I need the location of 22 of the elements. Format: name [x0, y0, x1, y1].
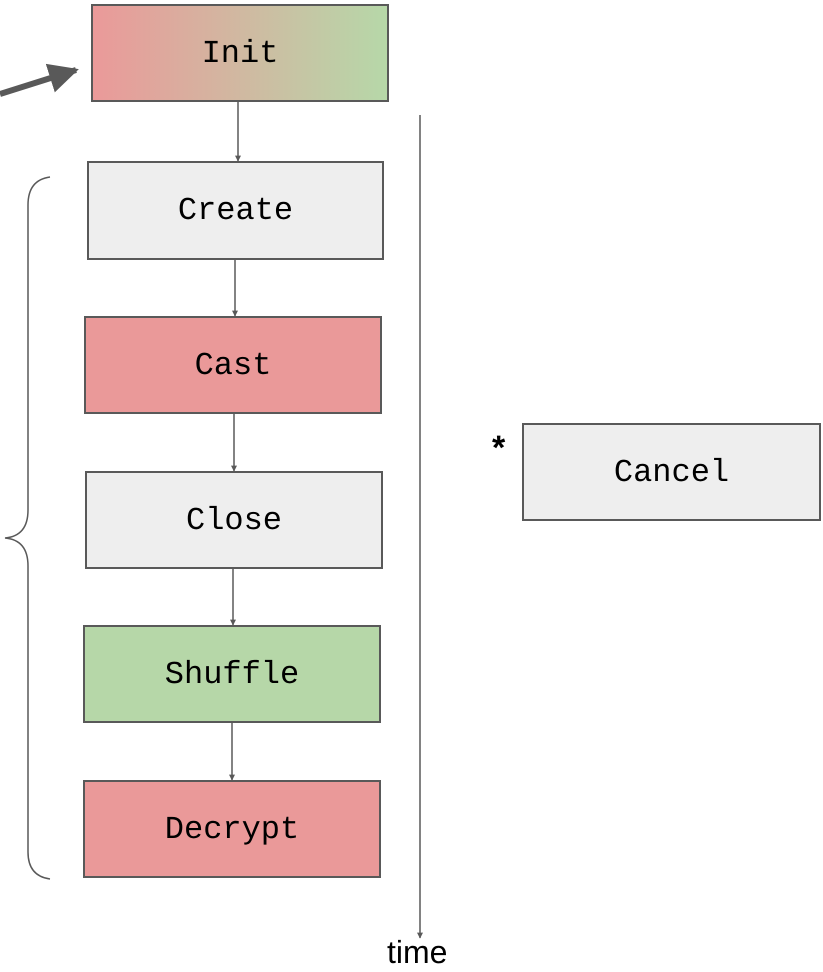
step-label: Decrypt [164, 810, 300, 848]
step-label: Cancel [614, 454, 730, 490]
arrow [230, 569, 236, 626]
step-label: Shuffle [164, 656, 300, 692]
init-box [91, 4, 389, 102]
step-label: Init [202, 34, 278, 72]
step-label: Close [186, 502, 282, 538]
process-box [83, 625, 381, 723]
arrow [235, 102, 241, 162]
axis-label: time [387, 934, 448, 971]
footnote-mark: * [492, 429, 506, 468]
process-box [522, 423, 821, 521]
process-box [83, 780, 381, 878]
arrow [232, 260, 238, 317]
arrow [0, 64, 79, 97]
process-box [85, 471, 383, 569]
step-label: Create [178, 192, 294, 229]
process-box [84, 316, 382, 414]
arrow [231, 414, 237, 472]
arrow [229, 723, 235, 781]
process-box [87, 161, 384, 260]
step-label: Cast [194, 346, 272, 384]
